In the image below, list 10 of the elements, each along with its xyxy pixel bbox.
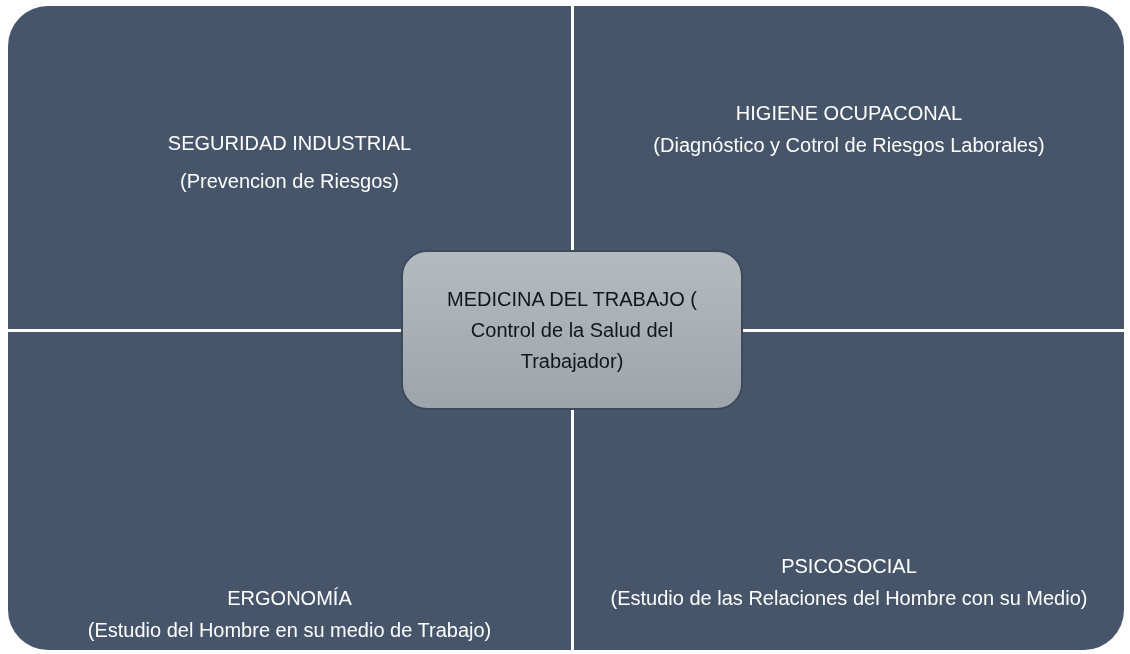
quadrant-heading: PSICOSOCIAL [781, 554, 917, 579]
quadrant-description: (Estudio de las Relaciones del Hombre con su Medio) [610, 586, 1088, 611]
quadrant-description: (Estudio del Hombre en su medio de Trabajo) [87, 618, 492, 643]
quadrant-description: (Prevencion de Riesgos) [180, 169, 399, 194]
quadrant-heading: HIGIENE OCUPACONAL [735, 101, 963, 126]
quadrant-heading: SEGURIDAD INDUSTRIAL [167, 131, 412, 156]
box-text: MEDICINA DEL TRABAJO ( Control de la Salud del Trabajador) [445, 286, 699, 374]
quadrant-heading: ERGONOMÍA [227, 586, 352, 611]
quadrant-description: (Diagnóstico y Cotrol de Riesgos Laborales) [653, 133, 1045, 158]
center-rounded-box [401, 250, 743, 410]
